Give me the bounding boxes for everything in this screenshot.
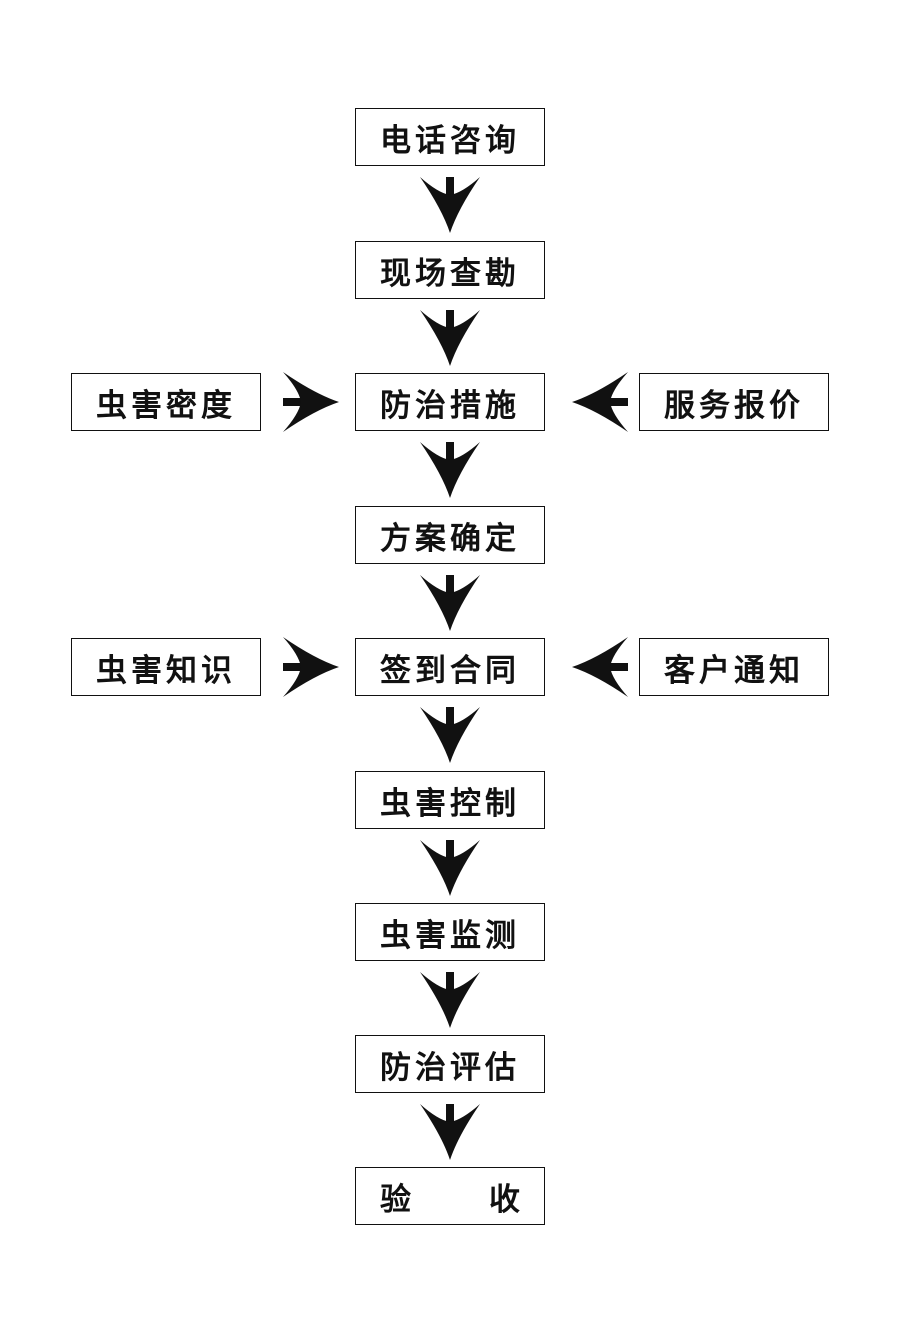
arrow-right-icon [283, 637, 343, 697]
input-label: 服务报价 [664, 387, 804, 424]
step-sign-contract: 签到合同 [355, 638, 545, 696]
step-phone-consult: 电话咨询 [355, 108, 545, 166]
input-pest-density: 虫害密度 [71, 373, 261, 431]
step-control-evaluation: 防治评估 [355, 1035, 545, 1093]
step-label: 虫害控制 [380, 785, 520, 822]
arrow-down-icon [420, 707, 480, 767]
step-acceptance: 验 收 [355, 1167, 545, 1225]
input-label: 虫害密度 [96, 387, 236, 424]
input-label: 虫害知识 [96, 652, 236, 689]
step-label-left: 验 [380, 1181, 411, 1218]
arrow-down-icon [420, 575, 480, 635]
step-pest-control: 虫害控制 [355, 771, 545, 829]
input-service-quote: 服务报价 [639, 373, 829, 431]
arrow-down-icon [420, 1104, 480, 1164]
step-label: 防治评估 [380, 1049, 520, 1086]
arrow-down-icon [420, 972, 480, 1032]
step-label: 现场查勘 [380, 255, 520, 292]
arrow-left-icon [568, 372, 628, 432]
arrow-left-icon [568, 637, 628, 697]
input-customer-notice: 客户通知 [639, 638, 829, 696]
step-label-right: 收 [489, 1181, 520, 1218]
step-site-survey: 现场查勘 [355, 241, 545, 299]
arrow-down-icon [420, 177, 480, 237]
step-control-measures: 防治措施 [355, 373, 545, 431]
input-pest-knowledge: 虫害知识 [71, 638, 261, 696]
step-label: 签到合同 [380, 652, 520, 689]
step-label: 方案确定 [380, 520, 520, 557]
step-pest-monitoring: 虫害监测 [355, 903, 545, 961]
step-plan-confirm: 方案确定 [355, 506, 545, 564]
step-label: 虫害监测 [380, 917, 520, 954]
step-label: 电话咨询 [380, 122, 520, 159]
input-label: 客户通知 [664, 652, 804, 689]
arrow-right-icon [283, 372, 343, 432]
arrow-down-icon [420, 840, 480, 900]
arrow-down-icon [420, 310, 480, 370]
arrow-down-icon [420, 442, 480, 502]
step-label: 防治措施 [380, 387, 520, 424]
